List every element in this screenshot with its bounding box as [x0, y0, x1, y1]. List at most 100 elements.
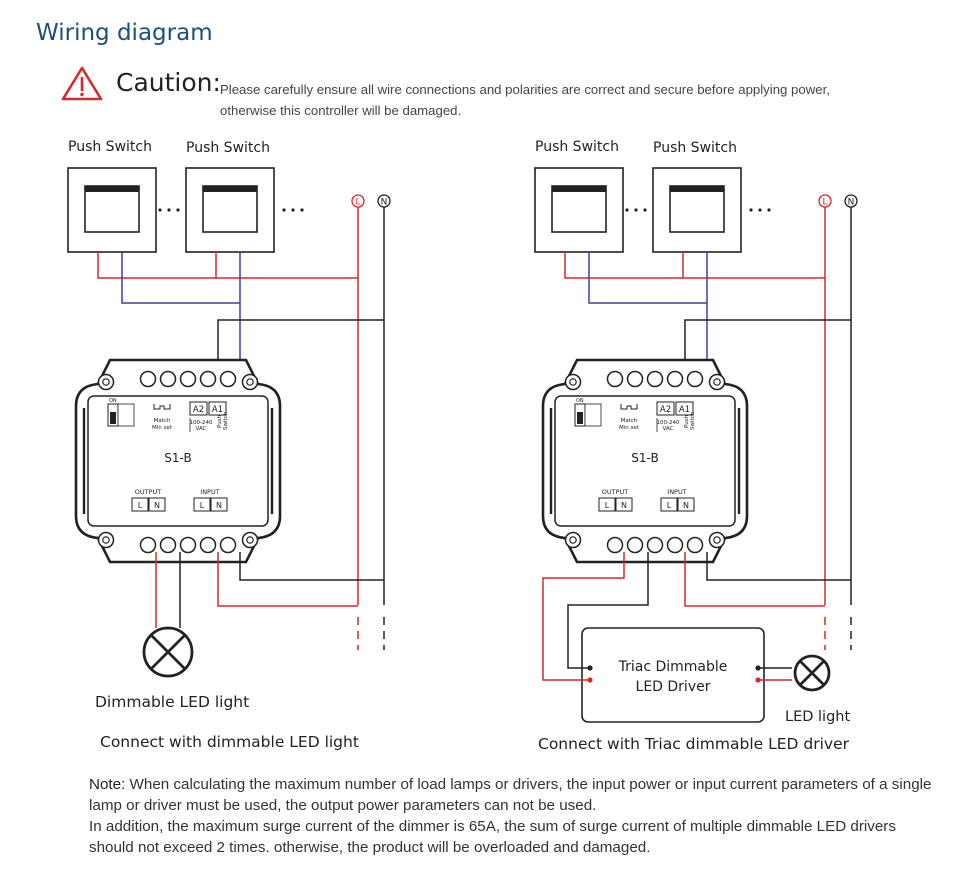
- a1-box: [208, 401, 227, 416]
- terminal-label-box: [615, 497, 633, 512]
- terminal-bottom: [626, 536, 644, 554]
- terminal-bottom: [606, 536, 624, 554]
- screw-inner: [102, 536, 110, 544]
- live-marker-label: L: [822, 198, 827, 208]
- caution-line-1: Please carefully ensure all wire connect…: [220, 82, 830, 97]
- neutral-marker-left: N: [377, 194, 391, 208]
- terminal-top: [606, 370, 624, 388]
- device-side: [549, 408, 741, 514]
- voltage-label-1: 100-240: [657, 420, 680, 426]
- screw-inner: [713, 536, 721, 544]
- screw-inner: [246, 378, 254, 386]
- push-switch-label-1-left: Push Switch: [68, 139, 152, 155]
- ellipsis-dot: [158, 208, 162, 212]
- ellipsis-left-2: [282, 208, 304, 212]
- warning-triangle-icon: [61, 66, 103, 101]
- device-side: [82, 408, 274, 514]
- wire-node: [755, 677, 761, 683]
- push-switch-right-1: [534, 167, 624, 253]
- driver-label-1: Triac Dimmable: [618, 659, 728, 675]
- terminal-bottom: [179, 536, 197, 554]
- device-model: S1-B: [164, 451, 191, 465]
- terminal-bottom: [199, 536, 217, 554]
- ellipsis-dot: [300, 208, 304, 212]
- dip-on-label: ON: [109, 398, 117, 404]
- push-switch-left-1: [67, 167, 157, 253]
- ellipsis-right-1: [625, 208, 647, 212]
- screw-inner: [569, 378, 577, 386]
- minset-label: Min set: [152, 425, 173, 431]
- terminal-bottom: [646, 536, 664, 554]
- push-switch-left-2: [185, 167, 275, 253]
- ellipsis-dot: [643, 208, 647, 212]
- ellipsis-dot: [634, 208, 638, 212]
- terminal-bottom: [139, 536, 157, 554]
- ellipsis-left-1: [158, 208, 180, 212]
- minset-label: Min set: [619, 425, 640, 431]
- ellipsis-dot: [625, 208, 629, 212]
- dip-knob: [577, 412, 583, 424]
- push-switch-right-2: [652, 167, 742, 253]
- a2-box: [189, 401, 208, 416]
- screw-inner: [246, 536, 254, 544]
- lamp-cross: [150, 634, 186, 670]
- terminal-top: [159, 370, 177, 388]
- switch-signal-1-right: [588, 252, 707, 304]
- ellipsis-dot: [167, 208, 171, 212]
- device-model: S1-B: [631, 451, 658, 465]
- push-label: Push: [217, 414, 223, 428]
- note-head: Note:: [89, 776, 126, 793]
- device-neutral-in-right: [684, 319, 851, 370]
- terminal-bottom: [159, 536, 177, 554]
- terminal-label-box: [660, 497, 678, 512]
- terminal-top: [199, 370, 217, 388]
- a2-label: A2: [660, 405, 671, 415]
- switch-button-top: [85, 186, 139, 192]
- screw-inner: [102, 378, 110, 386]
- push-switch-label-1-right: Push Switch: [535, 139, 619, 155]
- input-n-label: N: [216, 501, 222, 510]
- push-switch-label-2-left: Push Switch: [186, 140, 270, 156]
- a1-box: [675, 401, 694, 416]
- match-symbol-icon: [153, 404, 171, 410]
- switch-live-1-right: [564, 252, 825, 279]
- switch-button: [84, 185, 140, 233]
- device-panel: [554, 395, 736, 527]
- output-label: OUTPUT: [135, 488, 162, 496]
- input-l-label: L: [667, 501, 672, 510]
- terminal-label-box: [193, 497, 211, 512]
- load-label-right: LED light: [785, 709, 850, 725]
- voltage-label-1: 100-240: [190, 420, 213, 426]
- dip-icons: [584, 403, 602, 427]
- ellipsis-dot: [767, 208, 771, 212]
- terminal-label-box: [210, 497, 228, 512]
- caution-line-2: otherwise this controller will be damage…: [220, 103, 462, 118]
- wire-node: [587, 677, 593, 683]
- terminal-bottom: [219, 536, 237, 554]
- screw-inner: [713, 378, 721, 386]
- live-marker-label: L: [355, 198, 360, 208]
- live-marker-left: L: [351, 194, 365, 208]
- output-n-label: N: [621, 501, 627, 510]
- input-label: INPUT: [667, 488, 686, 496]
- match-label: Match: [621, 418, 638, 424]
- device-neutral-in-left: [217, 319, 384, 370]
- wire-node: [587, 665, 593, 671]
- terminal-label-box: [677, 497, 695, 512]
- a2-label: A2: [193, 405, 204, 415]
- voltage-label-2: VAC: [196, 426, 207, 432]
- terminal-bottom: [686, 536, 704, 554]
- caution-text: Please carefully ensure all wire connect…: [220, 79, 920, 121]
- voltage-label-2: VAC: [663, 426, 674, 432]
- lamp-cross-icon-right: [793, 654, 831, 692]
- note-text-2: In addition, the maximum surge current o…: [89, 818, 896, 856]
- ellipsis-dot: [749, 208, 753, 212]
- terminal-top: [179, 370, 197, 388]
- ellipsis-dot: [176, 208, 180, 212]
- ellipsis-dot: [282, 208, 286, 212]
- switch-label: Switch: [223, 411, 229, 430]
- dip-knob: [110, 412, 116, 424]
- a1-label: A1: [212, 405, 223, 415]
- device-panel: [87, 395, 269, 527]
